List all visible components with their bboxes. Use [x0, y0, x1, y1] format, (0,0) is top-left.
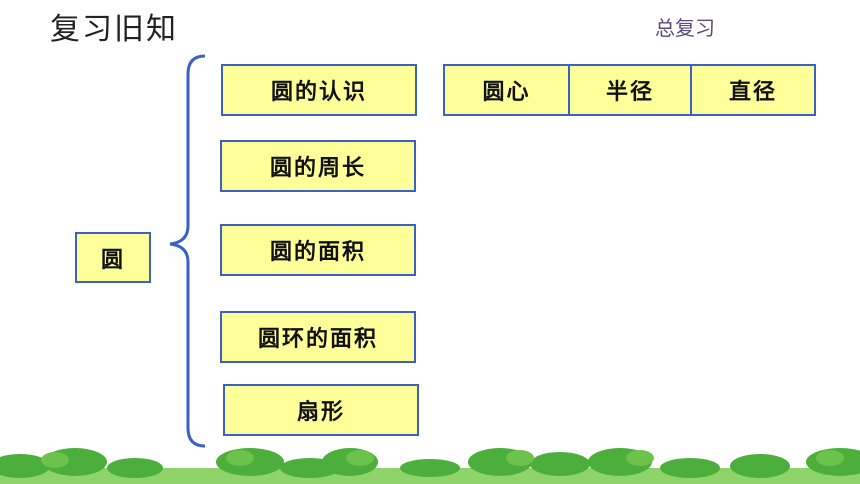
part-center: 圆心	[443, 64, 570, 116]
part-diameter: 直径	[690, 64, 816, 116]
topic-sector: 扇形	[223, 384, 419, 436]
topic-annulus-area: 圆环的面积	[220, 311, 416, 363]
part-radius: 半径	[568, 64, 692, 116]
root-node-circle: 圆	[75, 232, 151, 283]
topic-circle-circumference: 圆的周长	[220, 140, 416, 192]
page-title: 复习旧知	[50, 12, 178, 47]
section-label: 总复习	[655, 16, 715, 40]
grass-decoration	[0, 448, 860, 484]
topic-circle-recognition: 圆的认识	[221, 64, 417, 116]
topic-circle-area: 圆的面积	[220, 224, 416, 276]
